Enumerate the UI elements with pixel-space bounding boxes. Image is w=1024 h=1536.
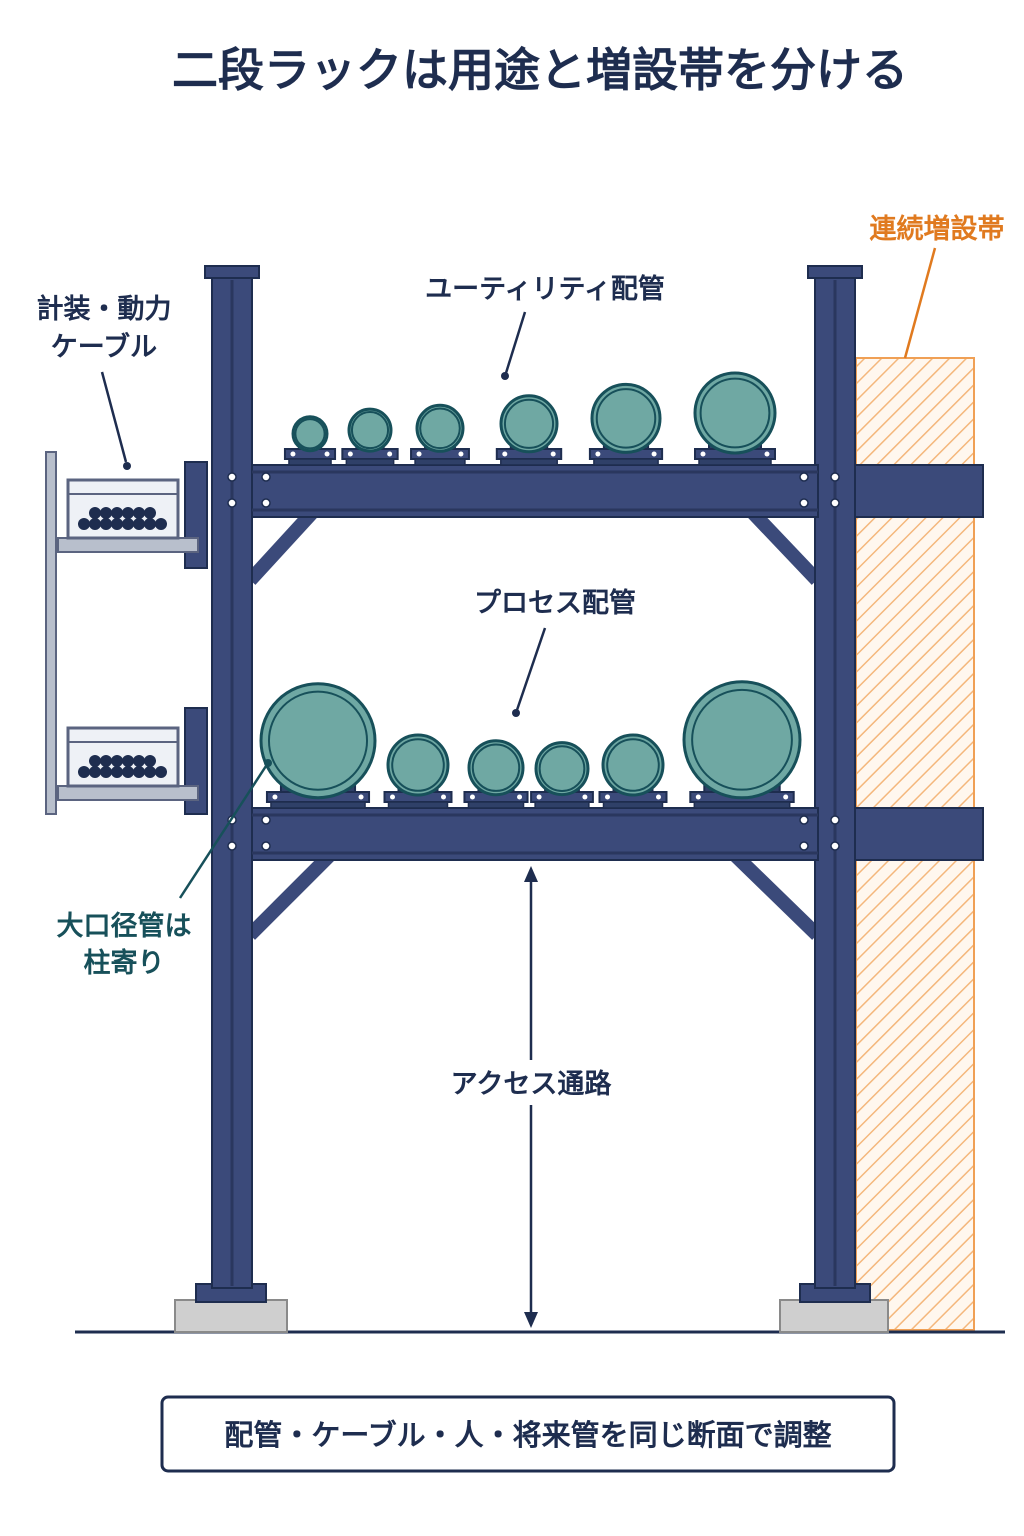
cable-icon (133, 755, 145, 767)
utility-label: ユーティリティ配管 (425, 274, 665, 305)
process-pipes (259, 680, 802, 809)
cable-icon (89, 755, 101, 767)
access-label-bg (438, 1062, 624, 1104)
cable-icon (89, 518, 101, 530)
pipe-icon (693, 371, 777, 466)
process-label: プロセス配管 (474, 588, 636, 619)
cable-icon (144, 518, 156, 530)
pipe-icon (341, 407, 399, 466)
cable-icon (122, 518, 134, 530)
cable-icon (100, 518, 112, 530)
cable-icon (89, 766, 101, 778)
access-label: アクセス通路 (451, 1068, 613, 1100)
column-left (204, 265, 260, 1289)
expansion-label: 連続増設帯 (870, 213, 1005, 245)
column-right (807, 265, 863, 1289)
diagram-title: 二段ラックは用途と増設帯を分ける (172, 43, 908, 97)
pipe-icon (530, 741, 594, 809)
cable-icon (111, 518, 123, 530)
cable-icon (100, 507, 112, 519)
cable-icon (78, 518, 90, 530)
large-pipe-leader (178, 759, 272, 899)
caption-box: 配管・ケーブル・人・将来管を同じ断面で調整 (160, 1395, 896, 1473)
pipe-icon (463, 739, 529, 809)
cable-icon (122, 507, 134, 519)
pipe-icon (495, 394, 563, 466)
cable-icon (111, 755, 123, 767)
cable-icon (89, 507, 101, 519)
large-pipe-label-line1: 大口径管は (57, 911, 192, 942)
braces (245, 505, 822, 940)
cable-tray-icon (45, 451, 208, 815)
pipe-icon (259, 682, 377, 809)
cable-label-line1: 計装・動力 (37, 293, 172, 325)
caption-text: 配管・ケーブル・人・将来管を同じ断面で調整 (224, 1418, 831, 1452)
pipe-icon (588, 382, 664, 466)
cable-icon (133, 507, 145, 519)
cable-icon (133, 766, 145, 778)
cable-icon (144, 507, 156, 519)
cable-label-line2: ケーブル (51, 331, 157, 363)
double-arrow-icon (524, 866, 538, 1328)
cable-icon (155, 518, 167, 530)
large-pipe-label-line2: 柱寄り (84, 947, 165, 979)
beam-upper (251, 464, 984, 518)
cable-icon (133, 518, 145, 530)
pipe-icon (410, 403, 470, 466)
cable-icon (111, 507, 123, 519)
pipe-icon (682, 680, 802, 809)
cable-icon (111, 766, 123, 778)
beam-lower (251, 807, 984, 861)
cable-icon (100, 755, 112, 767)
utility-pipes (283, 371, 777, 466)
leader-lines (100, 311, 547, 717)
foundation-left (174, 1283, 288, 1333)
cable-icon (155, 766, 167, 778)
pipe-icon (383, 733, 453, 809)
cable-icon (144, 755, 156, 767)
cable-icon (100, 766, 112, 778)
cable-icon (122, 766, 134, 778)
cable-icon (122, 755, 134, 767)
pipe-icon (598, 733, 668, 809)
pipe-icon (283, 415, 337, 466)
cable-icon (78, 766, 90, 778)
bolts (227, 472, 840, 851)
cable-icon (144, 766, 156, 778)
expansion-zone (855, 247, 975, 1331)
